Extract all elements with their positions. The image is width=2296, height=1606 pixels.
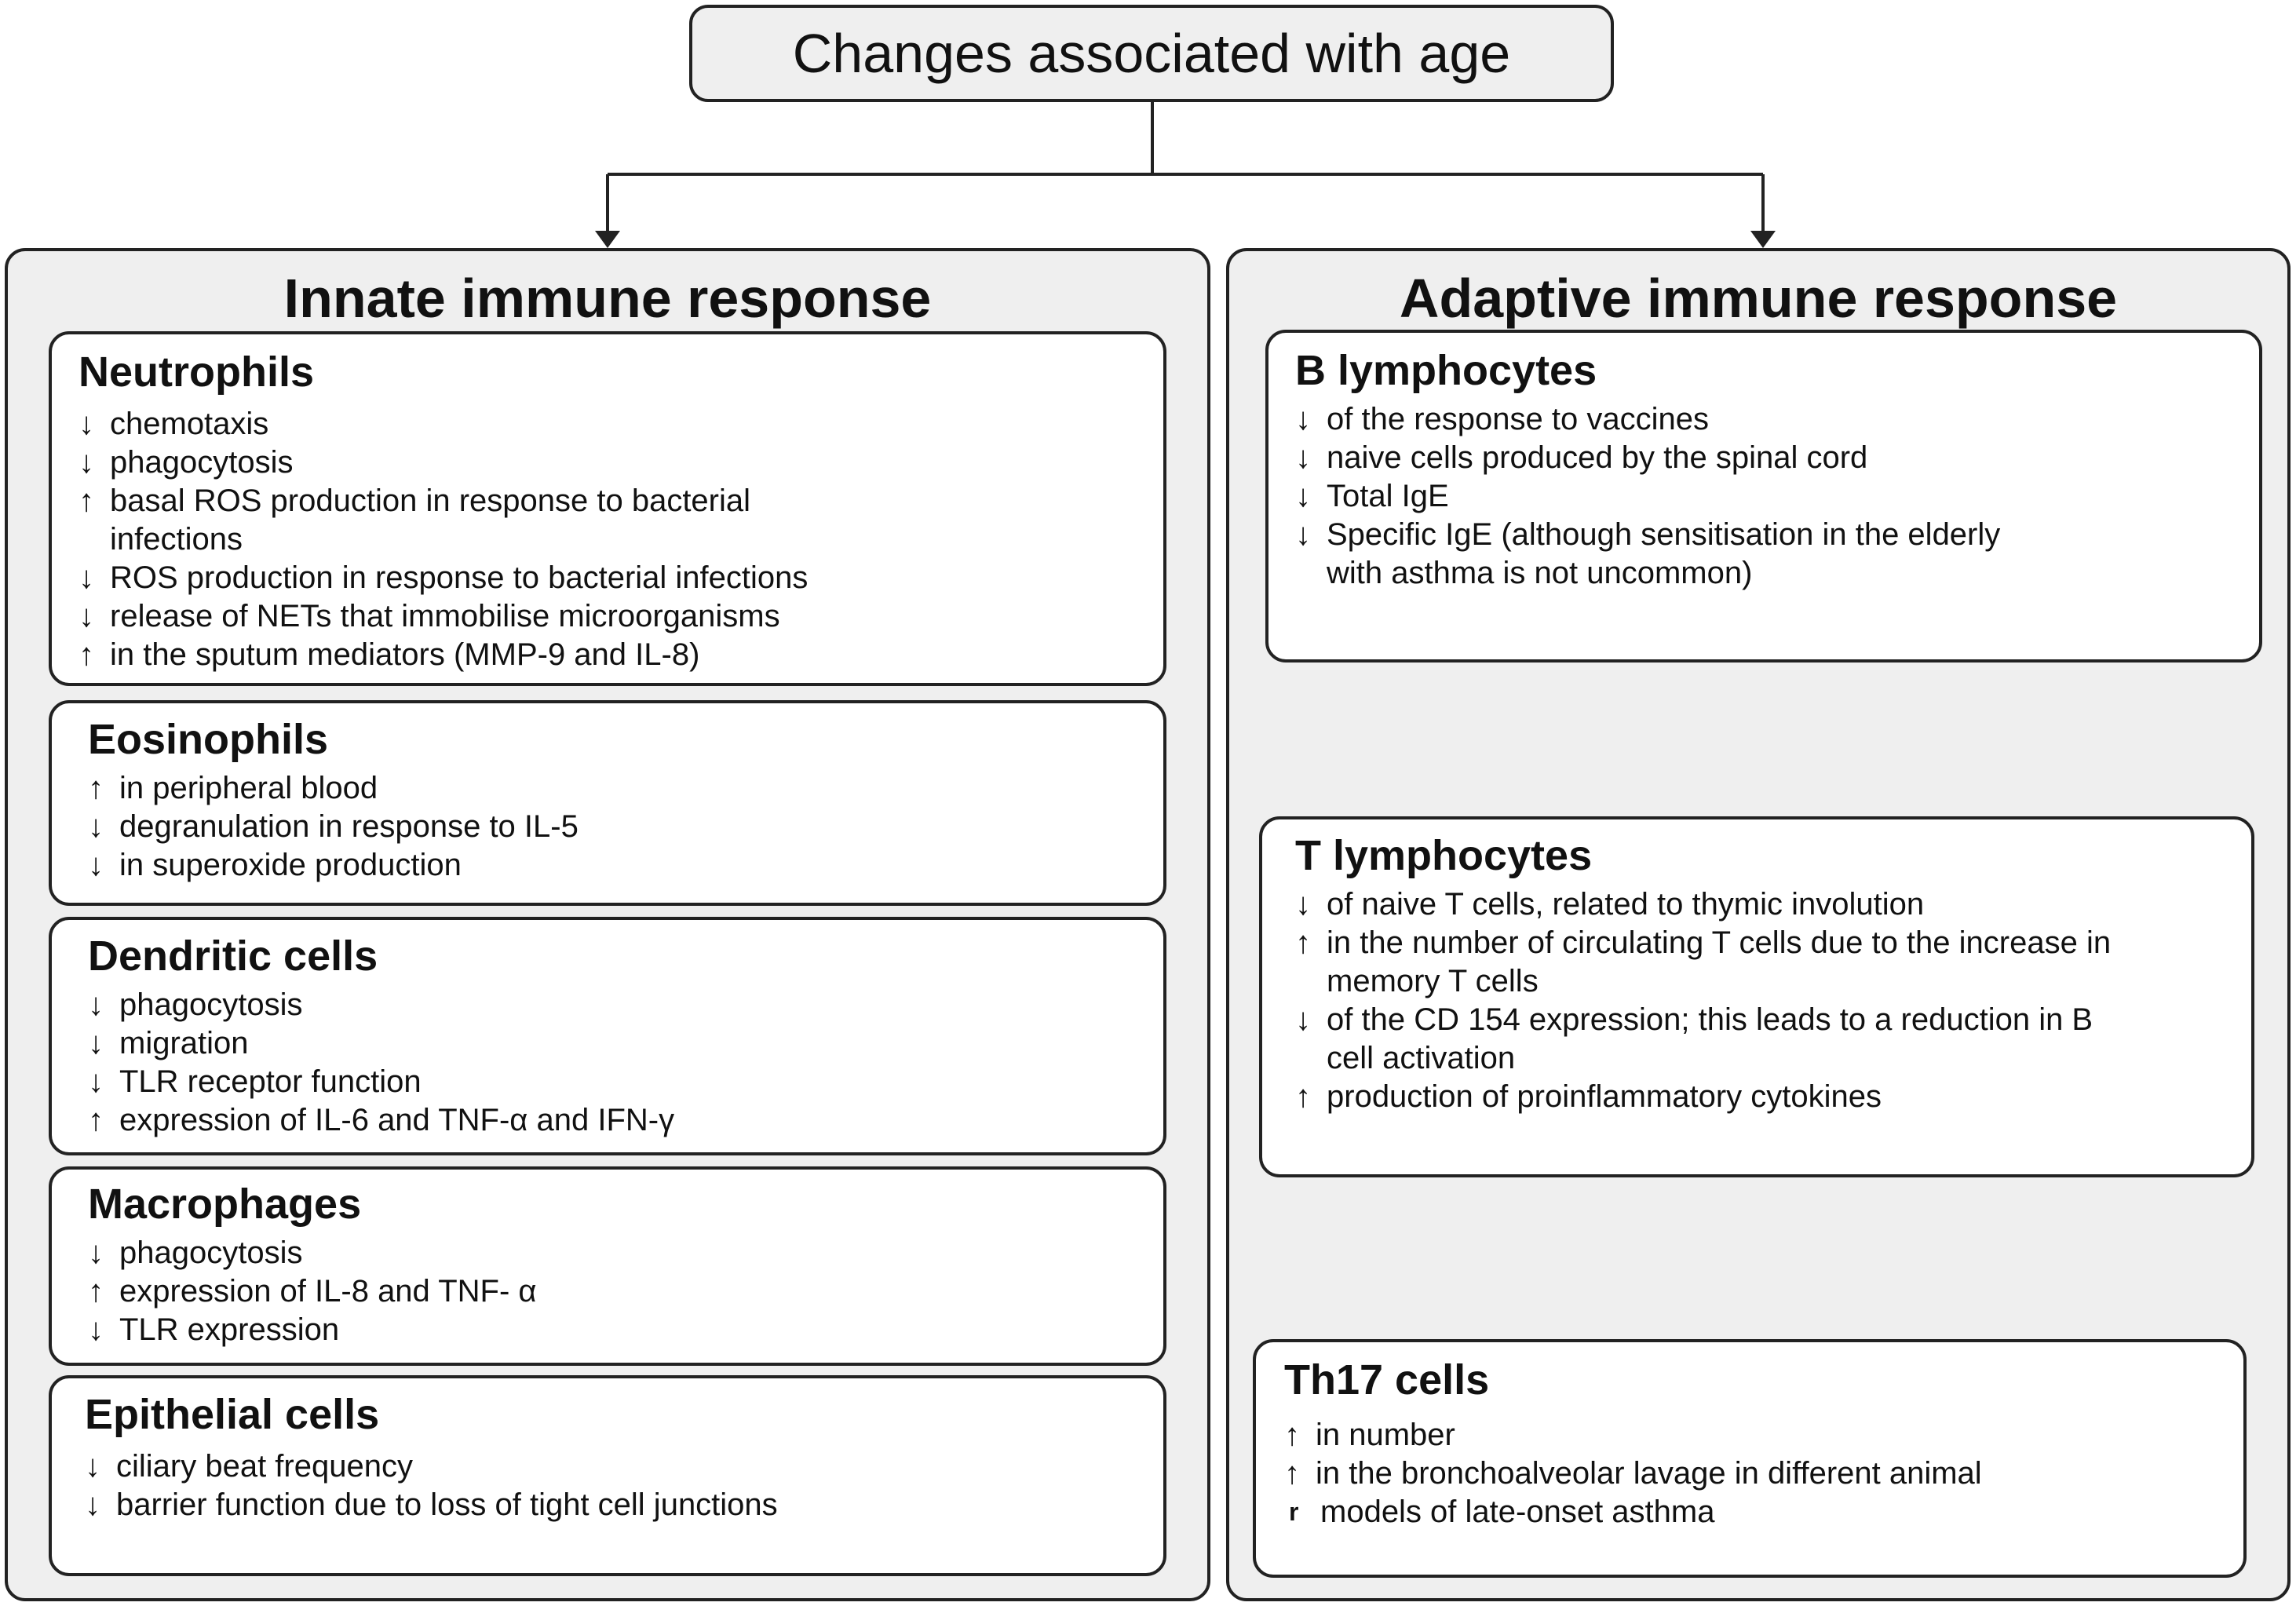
card-title: Macrophages <box>88 1181 362 1228</box>
trend-arrow: ↓ <box>1295 402 1311 436</box>
card-eosinophils: Eosinophils ↑in peripheral blood ↓degran… <box>49 700 1166 906</box>
trend-arrow: ↓ <box>88 987 104 1022</box>
list-item: ↑basal ROS production in response to bac… <box>78 482 801 559</box>
card-epithelial-cells: Epithelial cells ↓ciliary beat frequency… <box>49 1375 1166 1576</box>
item-list: ↓phagocytosis ↓migration ↓TLR receptor f… <box>88 986 1140 1140</box>
list-item: ↑in the bronchoalveolar lavage in differ… <box>1284 1455 2220 1493</box>
list-item: ↓of naive T cells, related to thymic inv… <box>1295 885 2228 924</box>
card-dendritic-cells: Dendritic cells ↓phagocytosis ↓migration… <box>49 917 1166 1155</box>
list-item: ↑in the sputum mediators (MMP-9 and IL-8… <box>78 636 1140 674</box>
card-th17-cells: Th17 cells ↑in number ↑in the bronchoalv… <box>1253 1339 2247 1578</box>
connector-lines <box>595 102 1776 248</box>
trend-arrow: ↓ <box>1295 440 1311 475</box>
list-item: ↑expression of IL-6 and TNF-α and IFN-γ <box>88 1101 1140 1140</box>
list-item: ↓phagocytosis <box>88 986 1140 1024</box>
item-list: ↓phagocytosis ↑expression of IL-8 and TN… <box>88 1234 1140 1349</box>
item-list: ↑in peripheral blood ↓degranulation in r… <box>88 769 1140 885</box>
list-item: ↓Specific IgE (although sensitisation in… <box>1295 516 2049 593</box>
trend-arrow: ↓ <box>88 1236 104 1270</box>
item-list: ↓of the response to vaccines ↓naive cell… <box>1295 400 2236 593</box>
list-item: ↓chemotaxis <box>78 405 1140 443</box>
trend-arrow: ↓ <box>78 445 94 480</box>
trend-arrow: ↑ <box>88 1103 104 1137</box>
root-title: Changes associated with age <box>792 23 1511 84</box>
list-item: ↓phagocytosis <box>88 1234 1140 1272</box>
card-title: Eosinophils <box>88 716 329 763</box>
innate-panel-title: Innate immune response <box>283 268 932 329</box>
trend-arrow: ↑ <box>88 1274 104 1309</box>
trend-arrow: ↓ <box>88 1026 104 1060</box>
trend-arrow: ↑ <box>78 637 94 672</box>
trend-arrow: ↑ <box>1284 1418 1300 1452</box>
card-title: Neutrophils <box>78 349 315 396</box>
trend-arrow: ↑ <box>1295 925 1311 960</box>
trend-arrow: ↑ <box>1284 1456 1300 1491</box>
list-item: ↑production of proinflammatory cytokines <box>1295 1078 2228 1116</box>
list-item: ↓phagocytosis <box>78 443 1140 482</box>
trend-arrow: ↓ <box>1295 479 1311 513</box>
list-item: ↓TLR expression <box>88 1311 1140 1349</box>
trend-arrow: ↓ <box>78 560 94 595</box>
trend-arrow: ↑ <box>1295 1079 1311 1114</box>
list-item: ↑in number <box>1284 1416 2220 1455</box>
trend-arrow: ↓ <box>78 599 94 633</box>
trend-arrow: ↓ <box>88 1064 104 1099</box>
card-title: Dendritic cells <box>88 933 378 980</box>
list-item: ↓ciliary beat frequency <box>85 1447 1140 1486</box>
item-list: ↑in number ↑in the bronchoalveolar lavag… <box>1284 1416 2220 1531</box>
list-item: ↓of the response to vaccines <box>1295 400 2236 439</box>
trend-arrow: ↓ <box>1295 1002 1311 1037</box>
item-list: ↓chemotaxis ↓phagocytosis ↑basal ROS pro… <box>78 405 1140 674</box>
card-neutrophils: Neutrophils ↓chemotaxis ↓phagocytosis ↑b… <box>49 331 1166 686</box>
arrow-head-adaptive <box>1750 231 1776 248</box>
card-b-lymphocytes: B lymphocytes ↓of the response to vaccin… <box>1265 330 2262 662</box>
card-macrophages: Macrophages ↓phagocytosis ↑expression of… <box>49 1166 1166 1366</box>
list-item: ↓in superoxide production <box>88 846 1140 885</box>
trend-arrow: ↓ <box>78 407 94 441</box>
trend-arrow: ↓ <box>1295 517 1311 552</box>
trend-arrow: ↓ <box>88 809 104 844</box>
trend-arrow: ↑ <box>78 484 94 518</box>
trend-arrow: ↑ <box>88 771 104 805</box>
item-list: ↓ciliary beat frequency ↓barrier functio… <box>85 1447 1140 1524</box>
trend-arrow: ↓ <box>85 1449 100 1484</box>
list-item: ↓TLR receptor function <box>88 1063 1140 1101</box>
adaptive-panel-title: Adaptive immune response <box>1399 268 2118 329</box>
root-node: Changes associated with age <box>689 5 1614 102</box>
list-item: ↓degranulation in response to IL-5 <box>88 808 1140 846</box>
trend-arrow: ↓ <box>88 848 104 882</box>
list-item: ↑in peripheral blood <box>88 769 1140 808</box>
list-item: ↓migration <box>88 1024 1140 1063</box>
card-title: Th17 cells <box>1284 1356 1490 1403</box>
list-item: ↓Total IgE <box>1295 477 2236 516</box>
trend-arrow: ↓ <box>88 1312 104 1347</box>
card-title: Epithelial cells <box>85 1391 380 1438</box>
list-item: ↓of the CD 154 expression; this leads to… <box>1295 1001 2112 1078</box>
card-title: B lymphocytes <box>1295 347 1597 394</box>
trend-arrow: r <box>1289 1498 1299 1526</box>
trend-arrow: ↓ <box>1295 887 1311 922</box>
trend-arrow: ↓ <box>85 1487 100 1522</box>
item-list: ↓of naive T cells, related to thymic inv… <box>1295 885 2228 1116</box>
card-t-lymphocytes: T lymphocytes ↓of naive T cells, related… <box>1259 816 2254 1177</box>
list-item: ↑in the number of circulating T cells du… <box>1295 924 2127 1001</box>
arrow-head-innate <box>595 231 620 248</box>
list-item: ↓naive cells produced by the spinal cord <box>1295 439 2236 477</box>
list-item: ↑expression of IL-8 and TNF- α <box>88 1272 1140 1311</box>
list-item: ↓barrier function due to loss of tight c… <box>85 1486 1140 1524</box>
card-title: T lymphocytes <box>1295 832 1593 879</box>
list-item: ↓ROS production in response to bacterial… <box>78 559 1140 597</box>
list-item: ↓release of NETs that immobilise microor… <box>78 597 1140 636</box>
